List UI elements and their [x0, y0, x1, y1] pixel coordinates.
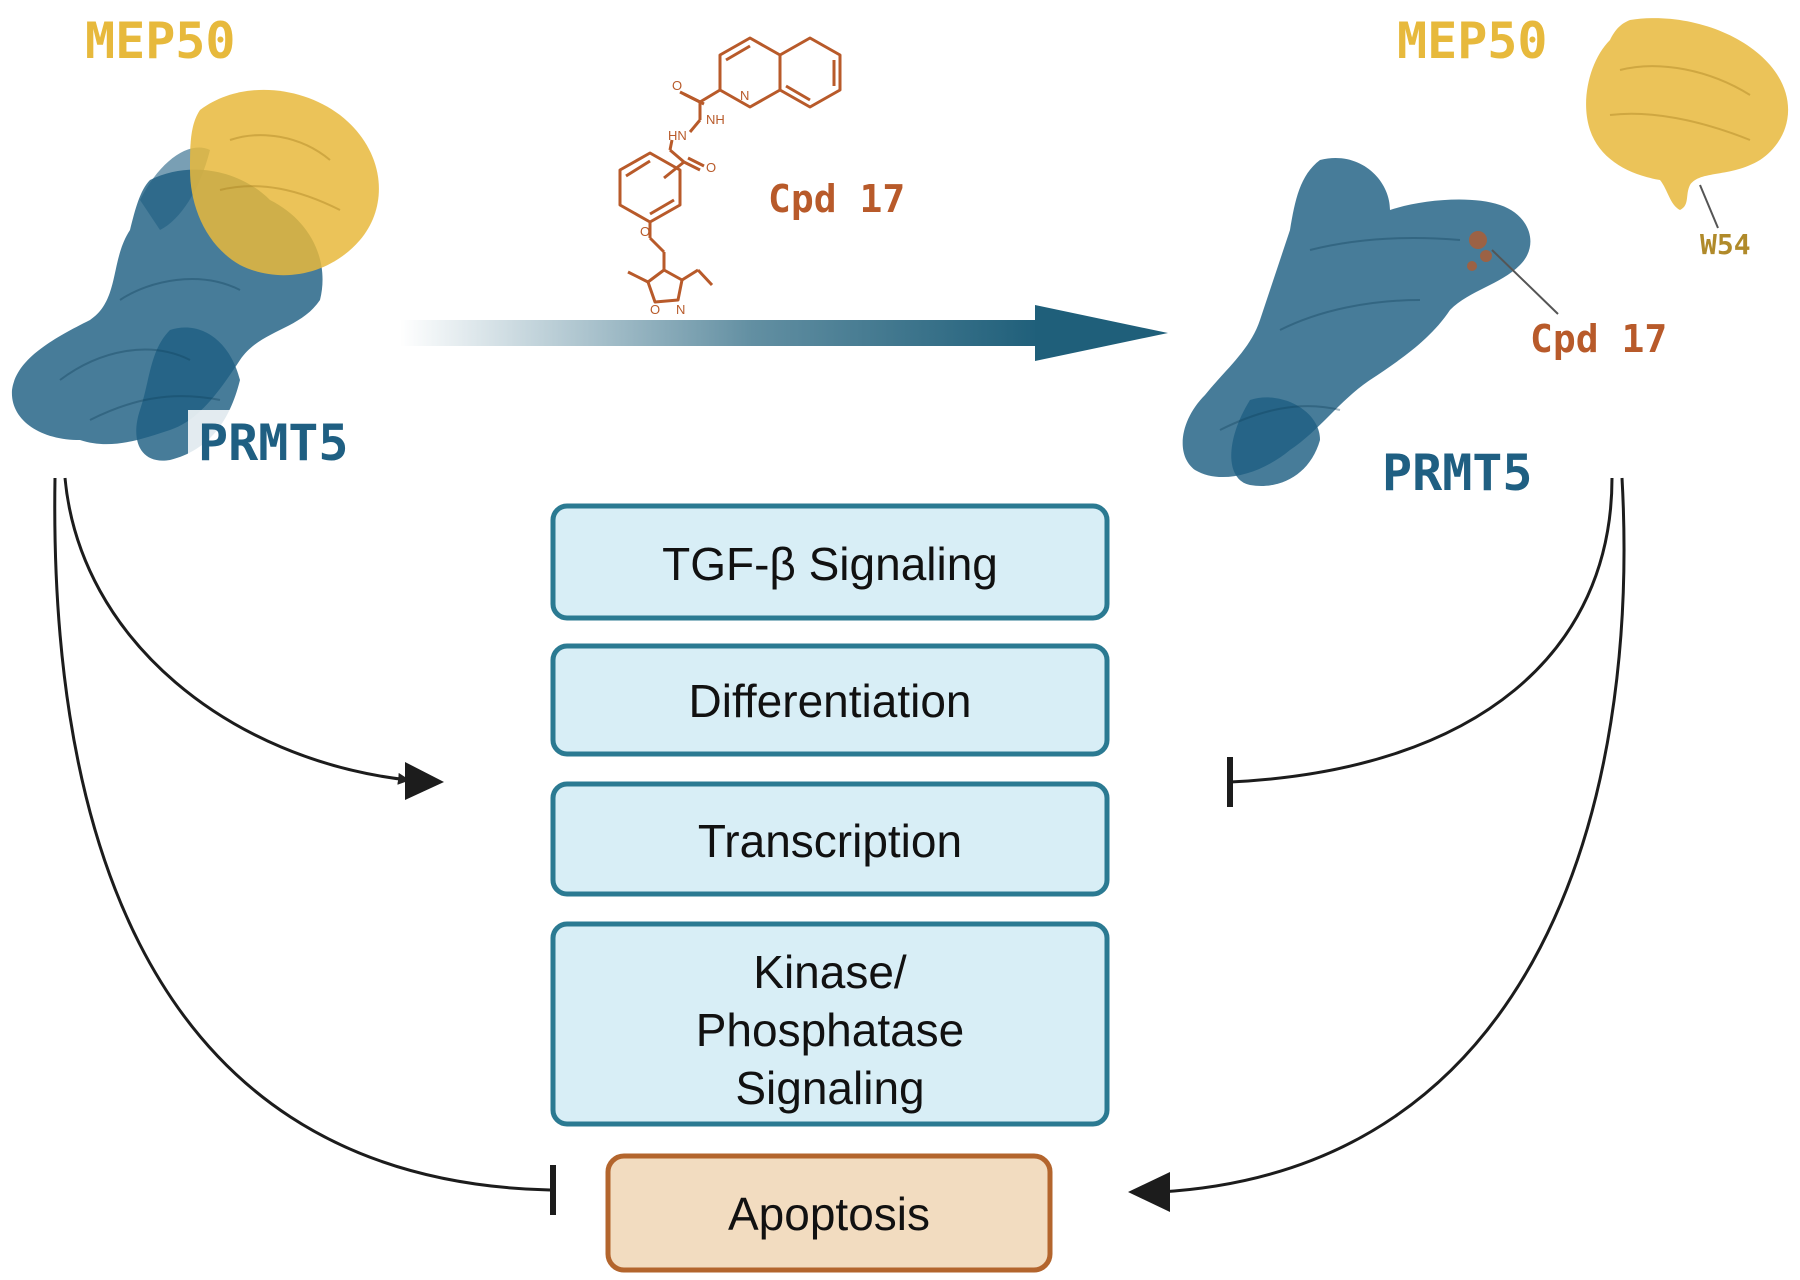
atom-nh1: NH	[706, 112, 725, 127]
cpd17-atom-labels: N O NH HN O O O N	[640, 78, 749, 317]
pathway-box-tgf-beta: TGF-β Signaling	[550, 503, 1110, 621]
pathway-label-differentiation: Differentiation	[689, 675, 972, 727]
apoptosis-label: Apoptosis	[728, 1188, 930, 1240]
right-effect-connectors	[1159, 477, 1626, 1194]
cpd17-right-label: Cpd 17	[1530, 317, 1667, 361]
cpd17-structure	[618, 36, 842, 304]
atom-o2: O	[706, 160, 716, 175]
pathway-box-transcription: Transcription	[550, 781, 1110, 897]
right-inhibit-curve	[1229, 477, 1614, 784]
left-protein-complex	[11, 89, 379, 461]
left-effect-connectors	[53, 477, 556, 1215]
right-promote-arrowhead	[1128, 1172, 1170, 1212]
apoptosis-box: Apoptosis	[605, 1153, 1053, 1273]
prmt5-right-label: PRMT5	[1382, 444, 1533, 502]
left-promote-arrowhead	[405, 762, 444, 800]
w54-label: W54	[1700, 228, 1751, 261]
atom-o1: O	[672, 78, 682, 93]
left-promote-curve	[63, 477, 410, 785]
mep50-left-label: MEP50	[85, 12, 236, 70]
atom-ring-o: O	[650, 302, 660, 317]
atom-ring-n: N	[676, 302, 685, 317]
pathway-label-kinase-line3: Signaling	[735, 1062, 924, 1114]
pathway-label-tgf-beta: TGF-β Signaling	[662, 538, 998, 590]
right-promote-curve	[1159, 477, 1626, 1194]
pathway-label-transcription: Transcription	[698, 815, 962, 867]
atom-nh2: HN	[668, 128, 687, 143]
prmt5-right-structure	[1182, 158, 1531, 486]
left-inhibit-curve	[53, 477, 551, 1192]
mep50-left-structure	[190, 89, 379, 276]
mep50-right-label: MEP50	[1397, 12, 1548, 70]
treatment-arrow	[400, 305, 1168, 361]
right-protein-complex	[1182, 18, 1789, 486]
prmt5-left-label: PRMT5	[198, 414, 349, 472]
mep50-right-structure	[1586, 18, 1789, 210]
pathway-label-kinase-line2: Phosphatase	[696, 1004, 965, 1056]
pathway-label-kinase-line1: Kinase/	[753, 946, 907, 998]
atom-n1: N	[740, 88, 749, 103]
cpd17-leader-line	[1491, 249, 1559, 315]
cpd17-top-label: Cpd 17	[768, 177, 905, 221]
cpd17-bound-ligand	[1467, 231, 1492, 271]
w54-leader-line	[1699, 184, 1719, 229]
pathway-box-differentiation: Differentiation	[550, 643, 1110, 757]
pathway-box-kinase-phosphatase: Kinase/ Phosphatase Signaling	[550, 921, 1110, 1127]
atom-o3: O	[640, 224, 650, 239]
